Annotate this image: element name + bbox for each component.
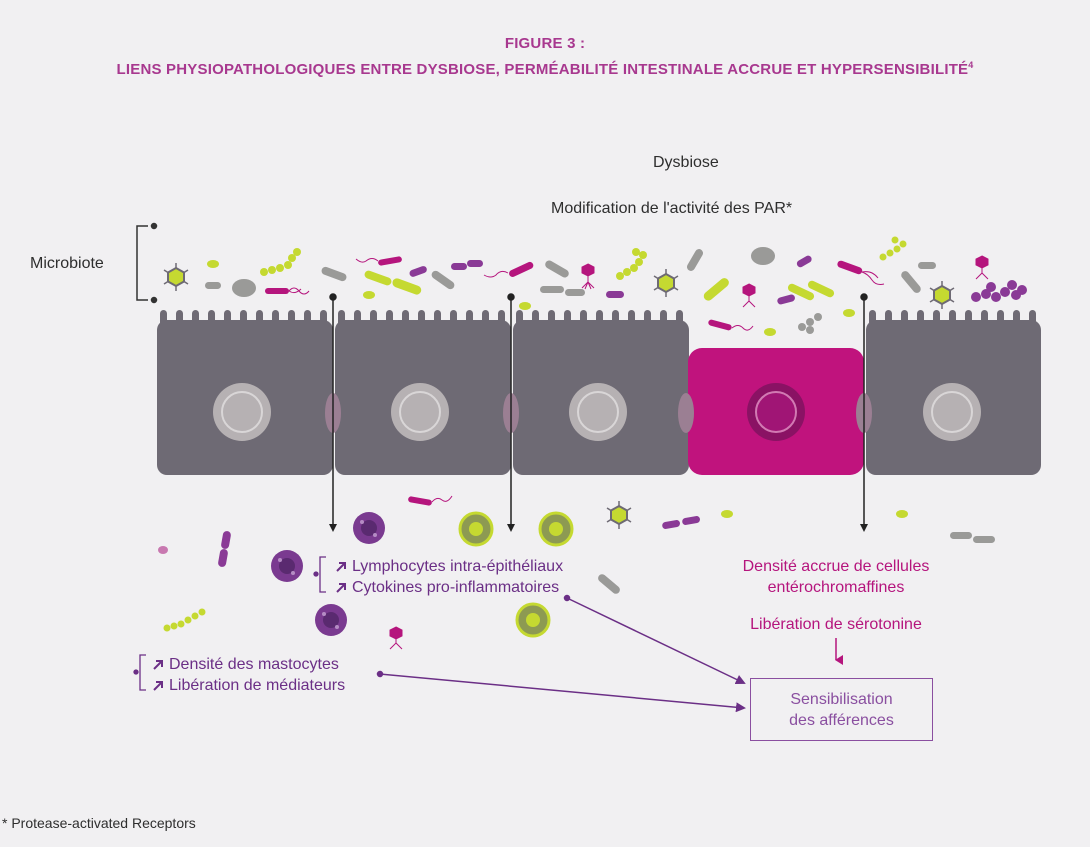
- nuclei: [213, 383, 981, 441]
- mast-cell: [353, 512, 385, 544]
- arrow-up-right-icon: [153, 680, 163, 691]
- outcome-connectors: [376, 594, 746, 713]
- arrow-up-right-icon: [336, 582, 346, 593]
- mast-cell: [315, 604, 347, 636]
- figure-title-text: LIENS PHYSIOPATHOLOGIQUES ENTRE DYSBIOSE…: [116, 61, 969, 78]
- cytokines-label: Cytokines pro-inflammatoires: [352, 579, 560, 596]
- outcome-box: Sensibilisation des afférences: [750, 678, 933, 741]
- lymphocyte: [458, 511, 494, 547]
- figure-label: FIGURE 3 :: [504, 35, 586, 52]
- junction-arrows: [329, 293, 868, 532]
- outcome-line1: Sensibilisation: [790, 691, 893, 708]
- immune-list: Lymphocytes intra-épithéliaux Cytokines …: [336, 556, 563, 598]
- arrow-up-right-icon: [153, 659, 163, 670]
- par-label: Modification de l'activité des PAR*: [551, 200, 793, 217]
- phage-icon: [389, 255, 989, 650]
- serotonin-label: Libération de sérotonine: [750, 616, 922, 633]
- mediators-label: Libération de médiateurs: [169, 677, 346, 694]
- mast-list-bracket: [133, 654, 146, 691]
- dysbiose-label: Dysbiose: [653, 154, 719, 171]
- figure-title-ref: 4: [968, 60, 974, 70]
- lime-chain-bacteria: [163, 236, 907, 632]
- list-item: Cytokines pro-inflammatoires: [336, 577, 563, 598]
- figure-title: LIENS PHYSIOPATHOLOGIQUES ENTRE DYSBIOSE…: [0, 60, 1090, 78]
- list-item: Densité des mastocytes: [153, 654, 345, 675]
- lymphocytes-label: Lymphocytes intra-épithéliaux: [352, 558, 564, 575]
- arrow-up-right-icon: [336, 561, 346, 572]
- lymphocyte: [515, 602, 551, 638]
- microbiote-bracket: [136, 222, 158, 304]
- grey-bacteria: [205, 247, 995, 594]
- enterochromaffin-label: Densité accrue de cellules entérochromaf…: [720, 556, 952, 598]
- immune-cells: [271, 511, 574, 638]
- mast-density-label: Densité des mastocytes: [169, 656, 339, 673]
- virus-icon: [163, 263, 189, 291]
- immune-list-bracket: [313, 556, 326, 593]
- list-item: Lymphocytes intra-épithéliaux: [336, 556, 563, 577]
- epithelial-cells: [157, 310, 1041, 475]
- microbiota: [158, 236, 1027, 650]
- mast-list: Densité des mastocytes Libération de méd…: [153, 654, 345, 696]
- outcome-line2: des afférences: [789, 712, 894, 729]
- microvilli: [160, 310, 1036, 330]
- lime-bacteria: [207, 260, 908, 518]
- virus-icon: [929, 281, 955, 309]
- entero-line1: Densité accrue de cellules: [742, 558, 930, 575]
- mast-cell: [271, 550, 303, 582]
- footnote: * Protease-activated Receptors: [2, 815, 196, 831]
- virus-icon: [606, 501, 632, 529]
- virus-icon: [653, 269, 679, 297]
- purple-bacteria: [158, 255, 1027, 567]
- lymphocyte: [538, 511, 574, 547]
- flagellated-bacteria: [265, 256, 885, 506]
- list-item: Libération de médiateurs: [153, 675, 345, 696]
- microbiote-label: Microbiote: [30, 255, 104, 272]
- entero-line2: entérochromaffines: [767, 579, 905, 596]
